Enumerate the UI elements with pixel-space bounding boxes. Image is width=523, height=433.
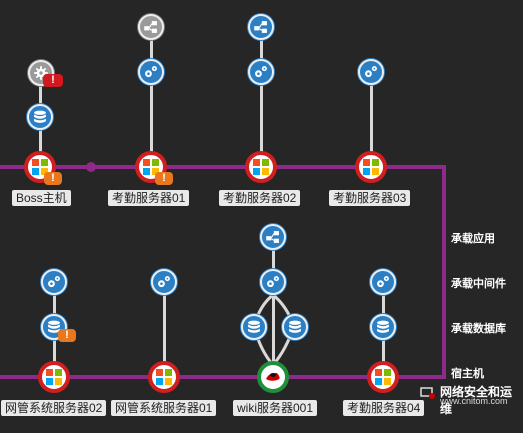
watermark-logo-icon [420, 387, 435, 399]
connector-line [260, 38, 263, 168]
windows-host-node[interactable] [24, 151, 56, 183]
windows-host-node[interactable] [148, 361, 180, 393]
host-label[interactable]: 网管系统服务器01 [111, 400, 217, 416]
windows-host-node[interactable] [38, 361, 70, 393]
connector-line [370, 82, 373, 167]
legend-host: 宿主机 [451, 368, 484, 380]
middleware-node[interactable] [151, 269, 177, 295]
app-node-gear[interactable] [28, 60, 54, 86]
warning-badge: ! [155, 172, 173, 185]
connector-line [150, 38, 153, 168]
middleware-node[interactable] [260, 269, 286, 295]
windows-host-node[interactable] [367, 361, 399, 393]
connector-line [163, 292, 166, 378]
linux-host-node[interactable] [257, 361, 289, 393]
host-label[interactable]: 考勤服务器01 [108, 190, 190, 206]
cluster-node[interactable] [248, 14, 274, 40]
host-label[interactable]: 考勤服务器02 [219, 190, 301, 206]
legend-middleware: 承载中间件 [451, 278, 506, 290]
windows-host-node[interactable] [135, 151, 167, 183]
legend-app: 承载应用 [451, 233, 495, 245]
network-bus-top [0, 165, 446, 169]
legend-database: 承载数据库 [451, 323, 506, 335]
windows-host-node[interactable] [245, 151, 277, 183]
cluster-node[interactable] [260, 224, 286, 250]
connector-line [272, 248, 275, 378]
database-node[interactable] [241, 314, 267, 340]
watermark-url: www.cnitom.com [440, 396, 508, 406]
cluster-node[interactable] [138, 14, 164, 40]
database-node[interactable] [282, 314, 308, 340]
host-label[interactable]: Boss主机 [12, 190, 71, 206]
network-bus-link [442, 165, 446, 379]
host-label[interactable]: 考勤服务器04 [343, 400, 425, 416]
warning-badge: ! [44, 172, 62, 185]
windows-host-node[interactable] [355, 151, 387, 183]
middleware-node[interactable] [370, 269, 396, 295]
host-label[interactable]: wiki服务器001 [233, 400, 318, 416]
warning-badge: ! [58, 329, 76, 342]
watermark-title: 网络安全和运维 [440, 385, 513, 416]
middleware-node[interactable] [358, 59, 384, 85]
middleware-node[interactable] [248, 59, 274, 85]
network-bus-bottom [0, 375, 446, 379]
database-node[interactable] [27, 104, 53, 130]
alert-badge: ! [43, 74, 63, 87]
host-label[interactable]: 考勤服务器03 [329, 190, 411, 206]
host-label[interactable]: 网管系统服务器02 [1, 400, 107, 416]
bus-junction [86, 162, 96, 172]
database-node[interactable] [370, 314, 396, 340]
middleware-node[interactable] [138, 59, 164, 85]
middleware-node[interactable] [41, 269, 67, 295]
